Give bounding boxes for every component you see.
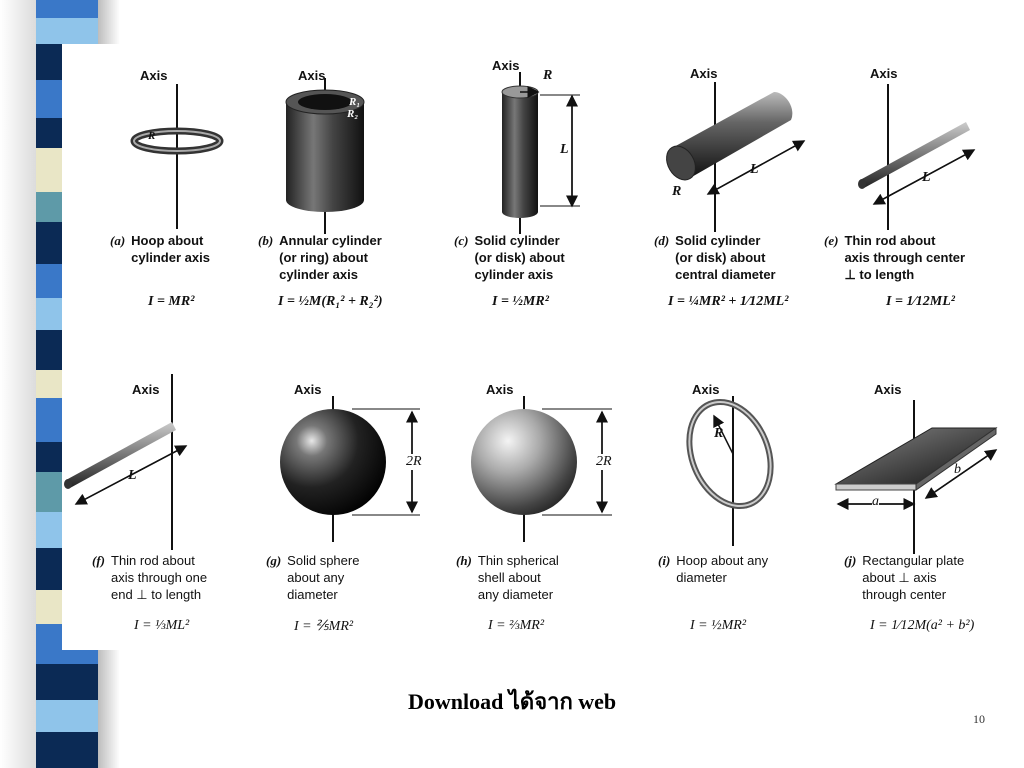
caption-d: (d) Solid cylinder (or disk) about centra… [654, 232, 776, 283]
caption-text: Thin rod about axis through center ⊥ to … [844, 233, 966, 282]
dim-label-d-l: L [750, 162, 759, 177]
caption-text: Rectangular plate about ⊥ axis through c… [862, 553, 965, 602]
axis-label-j: Axis [874, 382, 902, 397]
axis-label-g: Axis [294, 382, 322, 397]
caption-letter: (g) [266, 553, 282, 568]
caption-letter: (a) [110, 233, 126, 248]
figure-drawings [64, 72, 998, 554]
axis-label-e: Axis [870, 66, 898, 81]
dim-label-c-l: L [560, 142, 569, 157]
axis-label-d: Axis [690, 66, 718, 81]
dim-label-b2: R₂ [347, 108, 359, 120]
caption-i: (i) Hoop about any diameter [658, 552, 768, 586]
formula-e: I = 1⁄12ML² [886, 294, 955, 309]
axis-label-a: Axis [140, 68, 168, 83]
axis-label-i: Axis [692, 382, 720, 397]
formula-f: I = ⅓ML² [134, 618, 190, 633]
formula-c: I = ½MR² [492, 294, 549, 309]
dim-label-j-a: a [872, 494, 879, 510]
dim-label-f-l: L [128, 468, 137, 483]
formula-a: I = MR² [148, 294, 195, 309]
caption-letter: (f) [92, 553, 105, 568]
axis-label-h: Axis [486, 382, 514, 397]
caption-letter: (j) [844, 553, 857, 568]
caption-text: Annular cylinder (or ring) about cylinde… [279, 233, 382, 282]
dim-label-b1: R₁ [349, 96, 361, 108]
caption-a: (a) Hoop about cylinder axis [110, 232, 210, 266]
caption-text: Thin rod about axis through one end ⊥ to… [111, 553, 208, 602]
slide-number: 10 [973, 712, 985, 726]
caption-letter: (c) [454, 233, 469, 248]
dim-label-h: 2R [596, 454, 612, 470]
dim-label-c-r: R [543, 68, 553, 83]
caption-e: (e) Thin rod about axis through center ⊥ … [824, 232, 965, 283]
moment-of-inertia-figure: R R₁ R₂ R L R L L L 2R 2R R a b Axis Axi… [62, 44, 1008, 650]
caption-text: Hoop about cylinder axis [131, 233, 210, 265]
axis-label-b: Axis [298, 68, 326, 83]
caption-f: (f) Thin rod about axis through one end ⊥… [92, 552, 207, 603]
download-caption: Download ได้จาก web [408, 689, 617, 714]
caption-h: (h) Thin spherical shell about any diamet… [456, 552, 559, 603]
dim-label-a: R [148, 130, 156, 142]
formula-j: I = 1⁄12M(a² + b²) [870, 618, 975, 633]
caption-c: (c) Solid cylinder (or disk) about cylind… [454, 232, 565, 283]
formula-b: I = ½M(R₁² + R₂²) [278, 294, 383, 309]
caption-letter: (h) [456, 553, 472, 568]
caption-b: (b) Annular cylinder (or ring) about cyli… [258, 232, 382, 283]
caption-j: (j) Rectangular plate about ⊥ axis throug… [844, 552, 964, 603]
caption-letter: (b) [258, 233, 274, 248]
caption-text: Solid sphere about any diameter [287, 553, 360, 602]
axis-label-f: Axis [132, 382, 160, 397]
dim-label-d-r: R [672, 184, 682, 199]
formula-i: I = ½MR² [690, 618, 747, 633]
caption-g: (g) Solid sphere about any diameter [266, 552, 359, 603]
dim-label-j-b: b [954, 462, 961, 477]
caption-text: Hoop about any diameter [676, 553, 769, 585]
formula-d: I = ¼MR² + 1⁄12ML² [668, 294, 789, 309]
formula-h: I = ⅔MR² [488, 618, 545, 633]
caption-text: Solid cylinder (or disk) about central d… [675, 233, 776, 282]
formula-g: I = ⅖MR² [294, 619, 354, 634]
axis-label-c: Axis [492, 58, 520, 73]
caption-letter: (e) [824, 233, 839, 248]
caption-text: Solid cylinder (or disk) about cylinder … [474, 233, 565, 282]
caption-letter: (d) [654, 233, 670, 248]
dim-label-e-l: L [922, 170, 931, 185]
caption-text: Thin spherical shell about any diameter [477, 553, 559, 602]
dim-label-i: R [714, 426, 724, 441]
dim-label-g: 2R [406, 454, 422, 470]
caption-letter: (i) [658, 553, 671, 568]
